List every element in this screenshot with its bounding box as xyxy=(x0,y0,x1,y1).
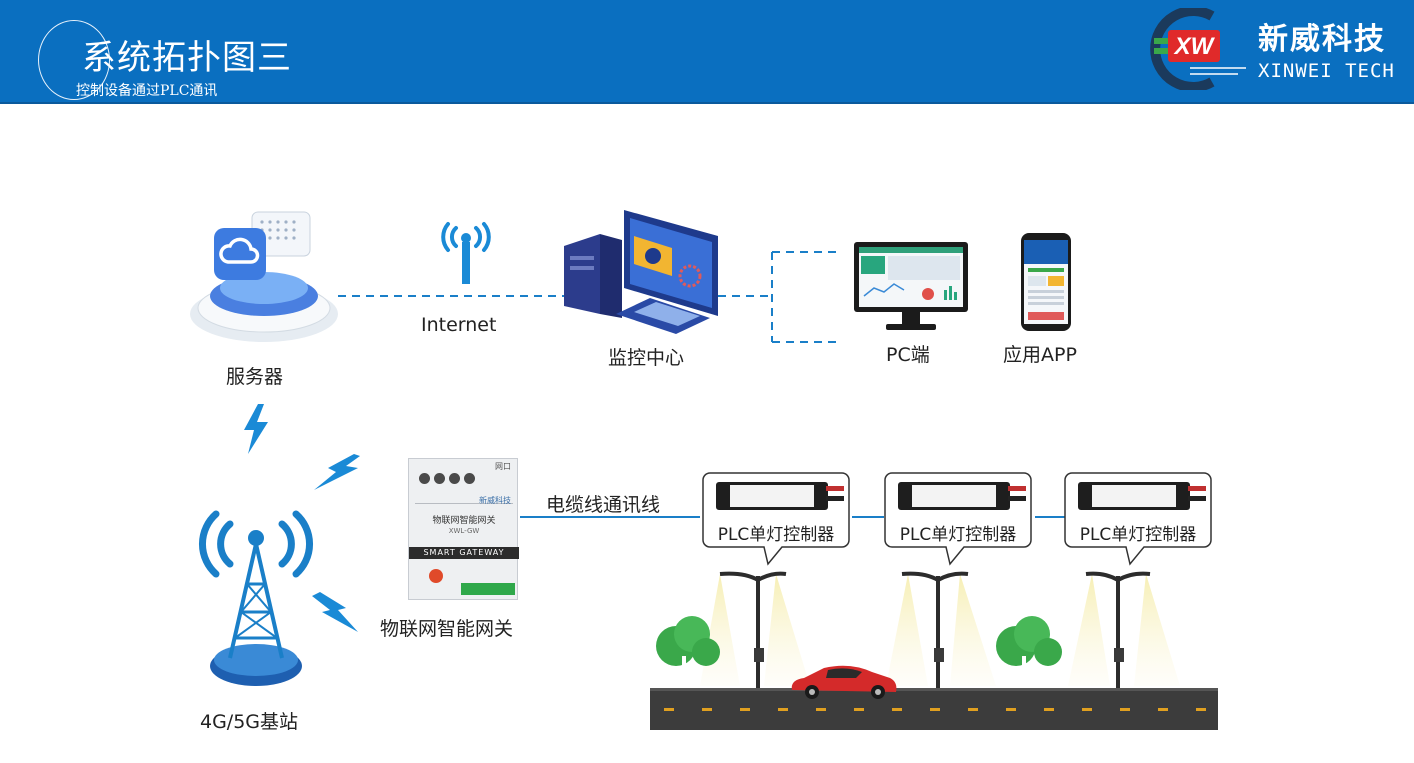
gateway-terminal-block xyxy=(461,583,515,595)
lightning-icon-2 xyxy=(314,454,360,490)
phone-app-icon xyxy=(1021,233,1071,331)
plc-controller-label: PLC单灯控制器 xyxy=(899,525,1017,545)
callout-bubble xyxy=(702,472,850,566)
pc-label: PC端 xyxy=(886,344,930,366)
callout-bubble xyxy=(884,472,1032,566)
antenna-icon xyxy=(441,222,491,284)
plc-controller-callout: PLC单灯控制器 xyxy=(1064,472,1212,566)
brand-name-en: XINWEI TECH xyxy=(1258,60,1395,82)
plc-controller-callout: PLC单灯控制器 xyxy=(884,472,1032,566)
title-ring-decoration xyxy=(38,20,110,100)
gateway-brand: 新威科技 xyxy=(479,496,511,505)
callout-bubble xyxy=(1064,472,1212,566)
street-lamp-icon xyxy=(719,571,787,688)
tree-icon xyxy=(996,616,1062,690)
pc-monitor-icon xyxy=(854,242,968,330)
light-beam xyxy=(1134,574,1180,686)
plc-controller-label: PLC单灯控制器 xyxy=(1079,525,1197,545)
gateway-terminal-row xyxy=(419,469,489,484)
monitor-center-icon xyxy=(564,210,718,334)
light-beam xyxy=(950,574,996,686)
plc-controller-label: PLC单灯控制器 xyxy=(717,525,835,545)
car-icon xyxy=(791,665,897,699)
gateway-port-label: 网口 xyxy=(495,462,511,471)
page-title: 系统拓扑图三 xyxy=(82,38,292,78)
street-scene xyxy=(650,571,1218,730)
brand-name-cn: 新威科技 xyxy=(1258,22,1386,57)
header-bar: 系统拓扑图三 控制设备通过PLC通讯 XW 新威科技 XINWEI TECH xyxy=(0,0,1414,104)
gateway-nameplate: 物联网智能网关 xyxy=(432,516,496,526)
road-markings xyxy=(664,708,1206,711)
light-beam xyxy=(1068,574,1110,686)
gateway-power-indicator xyxy=(429,569,443,583)
base-station-label: 4G/5G基站 xyxy=(200,711,299,733)
internet-label: Internet xyxy=(421,314,497,336)
server-icon xyxy=(190,211,338,342)
cable-label: 电缆线通讯线 xyxy=(546,494,661,516)
gateway-device: 网口 新威科技 物联网智能网关 XWL-GW SMART GATEWAY xyxy=(408,458,519,600)
logo-text: XW xyxy=(1173,33,1216,60)
plc-controller-callout: PLC单灯控制器 xyxy=(702,472,850,566)
tree-icon xyxy=(656,616,720,690)
lightning-icon xyxy=(244,404,268,454)
gateway-label: 物联网智能网关 xyxy=(380,618,514,640)
monitor-center-label: 监控中心 xyxy=(608,347,685,369)
server-label: 服务器 xyxy=(226,366,284,388)
street-lamp-icon xyxy=(901,571,969,688)
light-beam xyxy=(764,574,810,686)
lightning-icon-3 xyxy=(312,592,358,632)
street-lamp-icon xyxy=(1085,571,1151,688)
app-label: 应用APP xyxy=(1003,344,1077,366)
page-subtitle: 控制设备通过PLC通讯 xyxy=(76,83,218,99)
light-beam xyxy=(886,574,928,686)
brand-logo-icon: XW xyxy=(1150,8,1246,90)
gateway-strip: SMART GATEWAY xyxy=(409,547,519,559)
gateway-model: XWL-GW xyxy=(448,527,480,535)
base-station-tower-icon xyxy=(199,510,313,686)
